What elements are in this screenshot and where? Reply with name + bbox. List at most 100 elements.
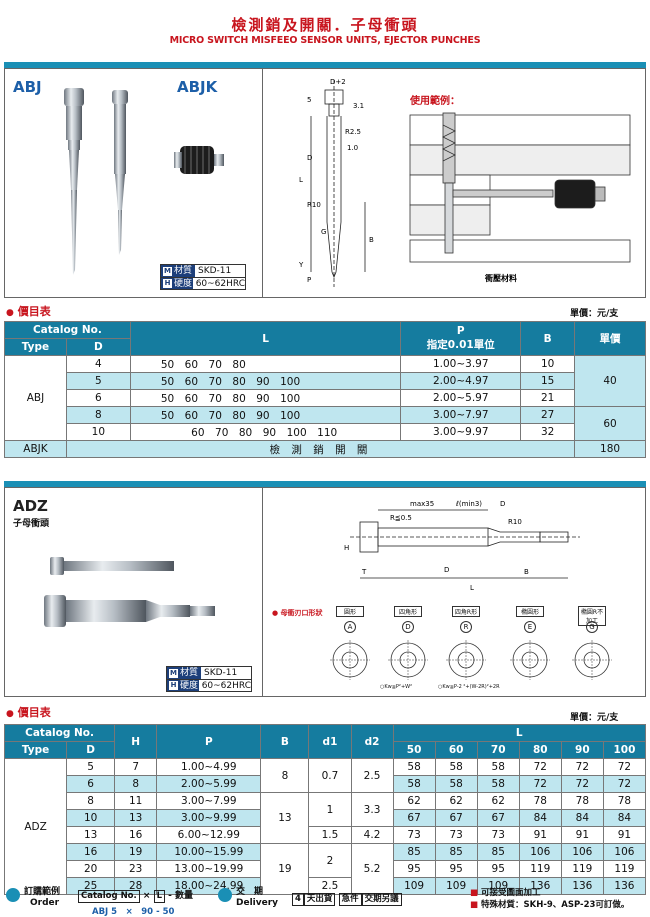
shapes-label: ● 母衝刃口形狀 <box>272 609 323 617</box>
table-cell: 50 60 70 80 90 100 <box>129 389 402 407</box>
table-cell: 1.00~3.97 <box>400 355 522 373</box>
formula-1: ○Kw≦P²+W² <box>380 684 413 690</box>
svg-text:L: L <box>470 584 474 592</box>
dim-1: 1.0 <box>347 144 358 152</box>
table-cell: Catalog No. <box>3 724 116 742</box>
adz-punch-image <box>44 557 215 627</box>
table-cell: 84 <box>560 809 604 827</box>
svg-text:R10: R10 <box>508 518 522 526</box>
table-cell: 8 <box>66 792 116 810</box>
adz-panel <box>4 487 646 697</box>
table-cell: 58 <box>476 758 520 776</box>
table-cell: 4.2 <box>350 826 394 844</box>
table-cell: 84 <box>602 809 647 827</box>
table-cell: 95 <box>392 860 436 878</box>
svg-text:T: T <box>361 568 367 576</box>
th-b: B <box>520 321 576 356</box>
table-cell: 72 <box>518 775 562 793</box>
table-cell: 67 <box>392 809 436 827</box>
abj-pins-image <box>64 88 128 275</box>
dim-d2: D+2 <box>330 78 346 86</box>
usage-example-drawing: 衝壓材料 <box>409 112 631 283</box>
table-cell: 10.00~15.99 <box>156 843 262 861</box>
table-cell: 16 <box>66 843 116 861</box>
table-cell: 50 60 70 80 90 100 <box>129 406 402 424</box>
table-cell: 11 <box>114 792 158 810</box>
table-cell: d1 <box>308 724 352 759</box>
shape-code: E <box>524 621 536 633</box>
table-cell: 136 <box>518 877 562 895</box>
table-cell: 6.00~12.99 <box>156 826 262 844</box>
shape-diagram <box>510 640 550 680</box>
dim-d1: D <box>307 154 312 162</box>
table-cell: 15 <box>520 372 576 390</box>
table-cell: Type <box>3 741 68 759</box>
table-cell: 72 <box>560 775 604 793</box>
svg-text:H: H <box>344 544 349 552</box>
table-cell: 8 <box>260 758 310 793</box>
table-cell: 2.5 <box>308 877 352 895</box>
table-cell: 6 <box>65 389 131 407</box>
table-cell: 60 <box>434 741 478 759</box>
table-cell: 3.00~9.97 <box>400 423 522 441</box>
table-cell: 23 <box>114 860 158 878</box>
table-cell: 58 <box>392 758 436 776</box>
hard-key: 硬度 <box>174 278 193 289</box>
table-cell: 78 <box>560 792 604 810</box>
table-cell: 91 <box>602 826 647 844</box>
th-type: Type <box>4 338 67 356</box>
svg-text:D: D <box>500 500 505 508</box>
page-title: 檢測銷及開關．子母衝頭 <box>231 16 419 34</box>
dim-5: 5 <box>307 96 311 104</box>
order-example: ABJ 5 × 90 - 50 <box>92 907 175 917</box>
shape-code: R <box>460 621 472 633</box>
table-cell: 119 <box>602 860 647 878</box>
table-cell: 78 <box>602 792 647 810</box>
table-cell: D <box>66 741 116 759</box>
table-cell: 6 <box>66 775 116 793</box>
table-cell: 3.00~7.99 <box>156 792 262 810</box>
price-cell: 60 <box>574 406 646 441</box>
table-cell: 2.00~4.97 <box>400 372 522 390</box>
table-cell: 58 <box>476 775 520 793</box>
th-catalog: Catalog No. <box>4 321 131 339</box>
table-cell: 109 <box>392 877 436 895</box>
adz-label: ADZ <box>13 497 48 515</box>
table-cell: 32 <box>520 423 576 441</box>
shape-name: 橢圓形 <box>516 606 544 617</box>
unit-label-2: 單價：元/支 <box>570 713 619 723</box>
table-cell: 19 <box>114 843 158 861</box>
mat-val: SKD-11 <box>195 265 245 277</box>
price-cell: 40 <box>574 355 646 407</box>
table-cell: 85 <box>476 843 520 861</box>
table-cell: 80 <box>518 741 562 759</box>
table-cell: 73 <box>392 826 436 844</box>
table-cell: 70 <box>476 741 520 759</box>
abj-dimension-drawing: D+2 5 3.1 R2.5 D 1.0 L R10 G B Y P <box>298 78 374 287</box>
table-cell: 85 <box>434 843 478 861</box>
table-cell: 95 <box>434 860 478 878</box>
th-price: 單價 <box>574 321 646 356</box>
table-cell: 58 <box>392 775 436 793</box>
divider <box>262 487 263 697</box>
table-cell: 7 <box>114 758 158 776</box>
table-cell: 21 <box>520 389 576 407</box>
table-cell: 16 <box>114 826 158 844</box>
table-cell: 67 <box>476 809 520 827</box>
table-cell: 72 <box>602 775 647 793</box>
table-cell: 2.5 <box>350 758 394 793</box>
price-title-2: ● 價目表 <box>6 706 51 719</box>
table-cell: 1 <box>308 792 352 827</box>
